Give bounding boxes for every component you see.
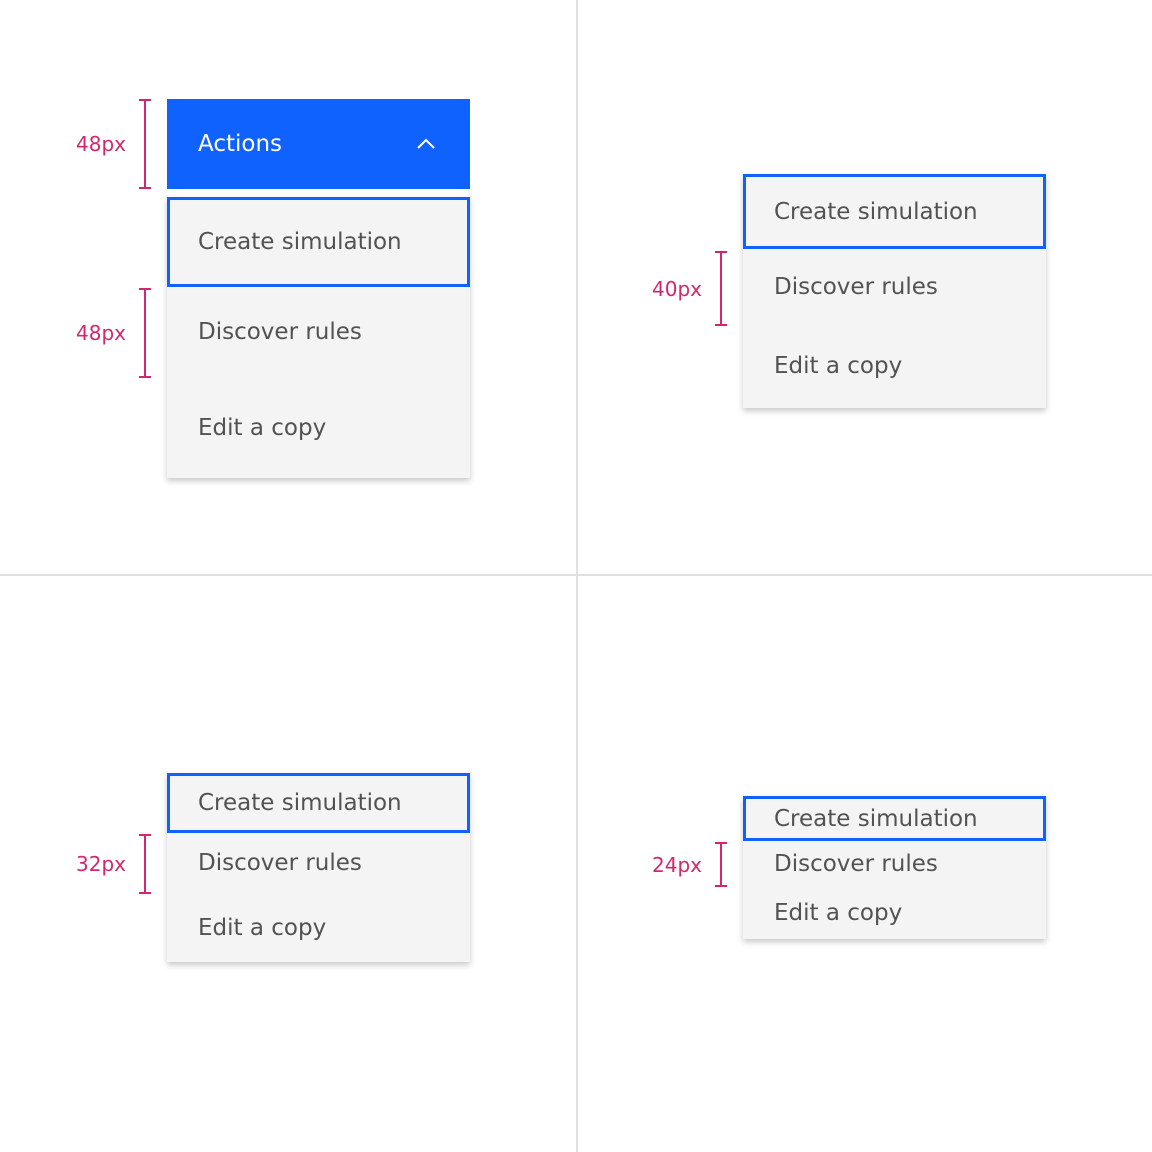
quadrant-divider-vertical	[576, 0, 578, 1152]
menu-item-discover-rules[interactable]: Discover rules	[198, 850, 362, 876]
menu-item-edit-a-copy[interactable]: Edit a copy	[198, 914, 327, 941]
actions-dropdown-button[interactable]: Actions	[167, 99, 470, 189]
item-height-label-40: 40px	[652, 276, 702, 301]
trigger-height-bracket	[139, 99, 151, 189]
menu-item-create-simulation[interactable]: Create simulation	[743, 174, 1046, 249]
item-height-annotation-32: 32px	[74, 834, 154, 894]
menu-item-edit-a-copy[interactable]: Edit a copy	[774, 899, 903, 926]
menu-24px: Create simulation Discover rules Edit a …	[743, 796, 1046, 939]
menu-item-discover-rules[interactable]: Discover rules	[774, 850, 938, 877]
menu-item-discover-rules[interactable]: Discover rules	[774, 273, 938, 300]
menu-item-create-simulation[interactable]: Create simulation	[167, 773, 470, 833]
menu-40px: Create simulation Discover rules Edit a …	[743, 174, 1046, 408]
menu-48px: Create simulation Discover rules Edit a …	[167, 197, 470, 478]
menu-item-discover-rules[interactable]: Discover rules	[198, 319, 362, 345]
quadrant-divider-horizontal	[0, 574, 1152, 576]
item-height-label-24: 24px	[652, 852, 702, 877]
menu-item-create-simulation[interactable]: Create simulation	[743, 796, 1046, 841]
menu-32px: Create simulation Discover rules Edit a …	[167, 773, 470, 962]
menu-item-create-simulation[interactable]: Create simulation	[167, 197, 470, 287]
item-height-bracket-48	[139, 288, 151, 378]
item-height-annotation-40: 40px	[650, 251, 730, 326]
item-height-label-32: 32px	[76, 852, 126, 876]
trigger-height-annotation: 48px	[74, 99, 154, 189]
item-height-label-48: 48px	[76, 321, 126, 345]
actions-button-label: Actions	[198, 131, 283, 157]
chevron-up-icon	[417, 138, 435, 149]
item-height-bracket-32	[139, 834, 151, 894]
menu-item-edit-a-copy[interactable]: Edit a copy	[774, 353, 903, 379]
menu-item-edit-a-copy[interactable]: Edit a copy	[198, 414, 327, 441]
item-height-annotation-48: 48px	[74, 288, 154, 378]
item-height-bracket-24	[715, 842, 727, 887]
item-height-annotation-24: 24px	[650, 842, 730, 887]
trigger-height-label: 48px	[76, 132, 126, 156]
item-height-bracket-40	[715, 251, 727, 326]
